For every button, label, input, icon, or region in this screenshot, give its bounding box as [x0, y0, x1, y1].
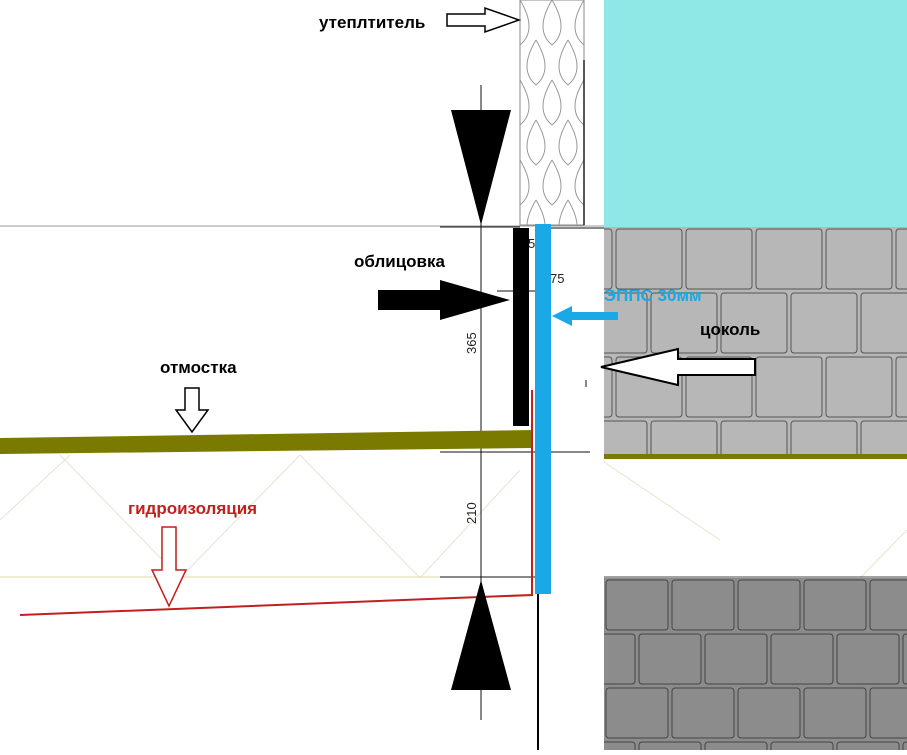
brick	[704, 741, 768, 750]
insulation-scallop	[526, 119, 546, 166]
brick	[671, 687, 735, 739]
blind-area-edge	[604, 454, 907, 459]
dimension-arrow-up-icon	[451, 580, 511, 690]
brick	[755, 228, 823, 290]
dimension-75: 75	[550, 271, 564, 286]
brick	[825, 228, 893, 290]
ground-hatch	[0, 454, 907, 579]
brick	[540, 688, 602, 738]
brick	[671, 579, 735, 631]
brick	[836, 741, 900, 750]
brick	[615, 228, 683, 290]
insulation-layer	[495, 0, 585, 245]
brick	[604, 633, 636, 685]
brick	[604, 292, 648, 354]
epps-label: ЭППС 30мм	[604, 286, 702, 305]
brick	[737, 687, 801, 739]
dimension-arrow-down-icon	[451, 110, 511, 225]
cladding-panel	[513, 228, 529, 426]
brick	[790, 292, 858, 354]
brick	[755, 356, 823, 418]
brick	[860, 420, 907, 455]
waterproofing-arrow-icon	[150, 526, 188, 608]
brick	[638, 741, 702, 750]
brick	[902, 633, 907, 685]
dimension-5: 5	[528, 236, 535, 251]
brick	[770, 741, 834, 750]
waterproofing-label: гидроизоляция	[128, 499, 257, 518]
plinth-label: цоколь	[700, 320, 760, 339]
insulation-scallop	[574, 79, 584, 126]
insulation-scallop	[558, 199, 578, 225]
brick	[650, 292, 718, 354]
brick	[720, 420, 788, 455]
dimension-210: 210	[464, 502, 479, 524]
brick	[895, 356, 907, 418]
waterproofing-line	[19, 390, 533, 616]
insulation-scallop	[542, 79, 562, 126]
brick	[790, 420, 858, 455]
epps-arrow-icon	[552, 306, 618, 326]
insulation-scallop	[520, 79, 530, 126]
insulation-scallop	[520, 159, 530, 206]
insulation-scallop	[526, 199, 546, 225]
insulation-scallop	[520, 0, 530, 46]
brick	[650, 420, 718, 455]
insulation-scallop	[542, 159, 562, 206]
brick	[860, 292, 907, 354]
brick	[604, 228, 613, 290]
insulation-scallop	[495, 40, 513, 85]
insulation-scallop	[574, 0, 584, 46]
brick	[869, 579, 907, 631]
reference-lines	[0, 225, 907, 578]
insulation-scallop	[542, 0, 562, 46]
brick	[836, 633, 900, 685]
plinth-brick-wall	[604, 227, 907, 455]
cladding-label: облицовка	[354, 252, 446, 271]
insulation-scallop	[574, 159, 584, 206]
brick	[604, 420, 648, 455]
blind-area-strip	[0, 430, 533, 454]
interior-zone	[604, 0, 907, 227]
brick	[605, 687, 669, 739]
brick	[720, 292, 788, 354]
brick	[869, 687, 907, 739]
brick	[685, 356, 753, 418]
brick	[895, 228, 907, 290]
insulation-scallop	[526, 39, 546, 86]
brick	[737, 579, 801, 631]
brick	[605, 579, 669, 631]
insulation-scallop	[495, 200, 513, 245]
brick	[770, 633, 834, 685]
foundation-brick-wall	[540, 578, 907, 750]
brick	[638, 633, 702, 685]
brick	[825, 356, 893, 418]
brick	[685, 228, 753, 290]
cladding-arrow-icon	[378, 280, 510, 320]
epps-insulation-board	[535, 224, 551, 594]
plinth-arrow-icon	[600, 347, 756, 387]
insulation-label: утеплтитель	[319, 13, 425, 32]
insulation-arrow-icon	[446, 6, 522, 34]
insulation-scallop	[558, 39, 578, 86]
brick	[704, 633, 768, 685]
blind-area-label: отмостка	[160, 358, 237, 377]
brick	[803, 579, 867, 631]
dimension-365: 365	[464, 332, 479, 354]
blind-area-arrow-icon	[174, 387, 210, 434]
brick	[803, 687, 867, 739]
insulation-scallop	[558, 119, 578, 166]
brick	[604, 356, 613, 418]
